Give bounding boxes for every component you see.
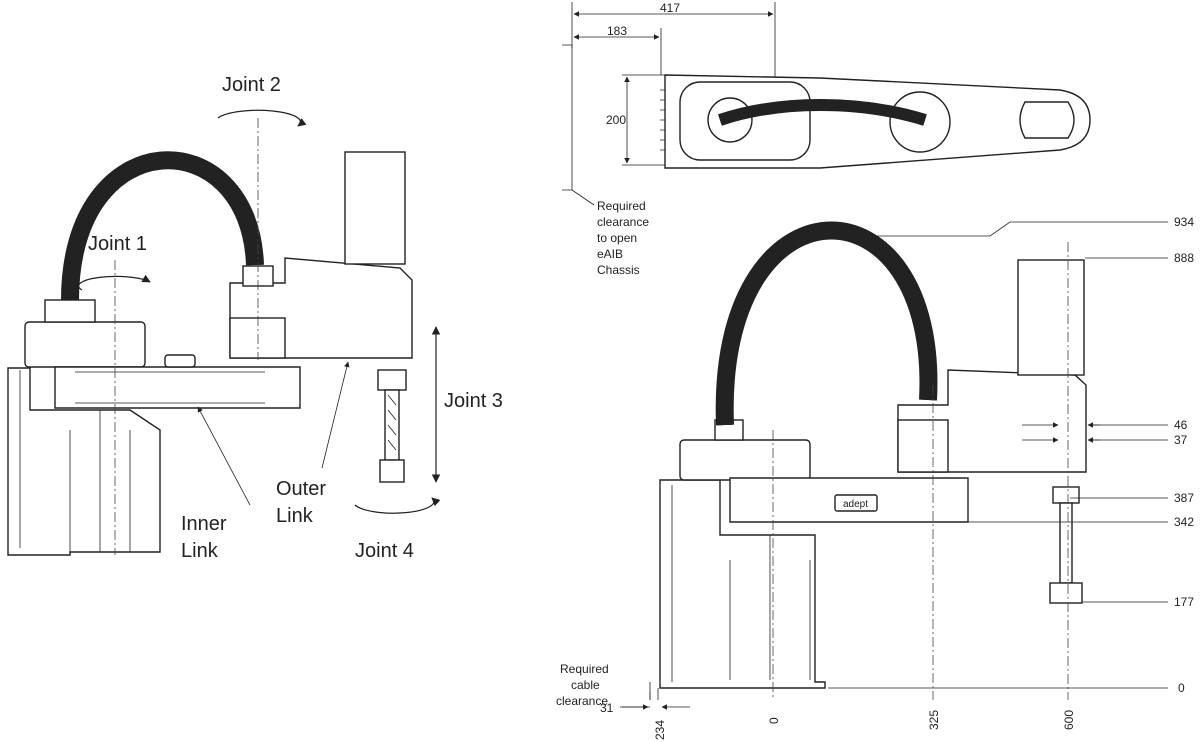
quill-end [379, 459, 405, 483]
dim-342: 342 [1174, 515, 1194, 529]
joint2-rotation-icon [217, 109, 307, 127]
inner-link [54, 366, 301, 409]
outer-column [344, 151, 406, 265]
cable-note-3: clearance [556, 694, 608, 708]
clearance-note-1: Required [597, 199, 646, 213]
dim-387: 387 [1174, 491, 1194, 505]
dim-0-bottom: 0 [767, 717, 781, 724]
joint2-housing [229, 317, 286, 359]
cable-note-2: cable [571, 678, 600, 692]
side-base [659, 479, 826, 689]
dim-46: 46 [1174, 418, 1188, 432]
side-base-housing [679, 439, 811, 481]
dim-888: 888 [1174, 251, 1194, 265]
dim-0-right: 0 [1178, 681, 1185, 695]
inner-link-label-2: Link [181, 540, 219, 562]
dim-934: 934 [1174, 215, 1194, 229]
outer-link-label-2: Link [276, 505, 314, 527]
dim-183: 183 [607, 24, 627, 38]
dim-177: 177 [1174, 595, 1194, 609]
dim-37: 37 [1174, 433, 1188, 447]
dim-200: 200 [606, 113, 626, 127]
quill-top [377, 369, 407, 391]
dim-417: 417 [660, 1, 680, 15]
clearance-note-5: Chassis [597, 263, 640, 277]
dim-325: 325 [927, 710, 941, 730]
dim-600: 600 [1062, 710, 1076, 730]
base-housing [24, 321, 146, 368]
side-view: adept [620, 221, 1168, 710]
outer-link-label-1: Outer [276, 478, 326, 500]
joint2-label: Joint 2 [222, 74, 281, 96]
brand-label: adept [843, 499, 868, 510]
top-view [562, 2, 1091, 206]
joint4-label: Joint 4 [355, 540, 414, 562]
joint4-rotation-icon [354, 497, 441, 514]
dim-31: 31 [600, 701, 614, 715]
hose-mount [44, 299, 96, 323]
clearance-note-2: clearance [597, 215, 649, 229]
side-column [1017, 259, 1085, 376]
clearance-note-4: eAIB [597, 247, 623, 261]
joint3-label: Joint 3 [444, 390, 503, 412]
inner-link-label-1: Inner [181, 513, 227, 535]
base-pedestal [7, 367, 161, 556]
joint1-label: Joint 1 [88, 233, 147, 255]
clearance-note-3: to open [597, 231, 637, 245]
dim-234: 234 [653, 720, 667, 740]
joint1-rotation-icon [78, 274, 151, 291]
left-robot-view [7, 109, 441, 556]
cable-note-1: Required [560, 662, 609, 676]
